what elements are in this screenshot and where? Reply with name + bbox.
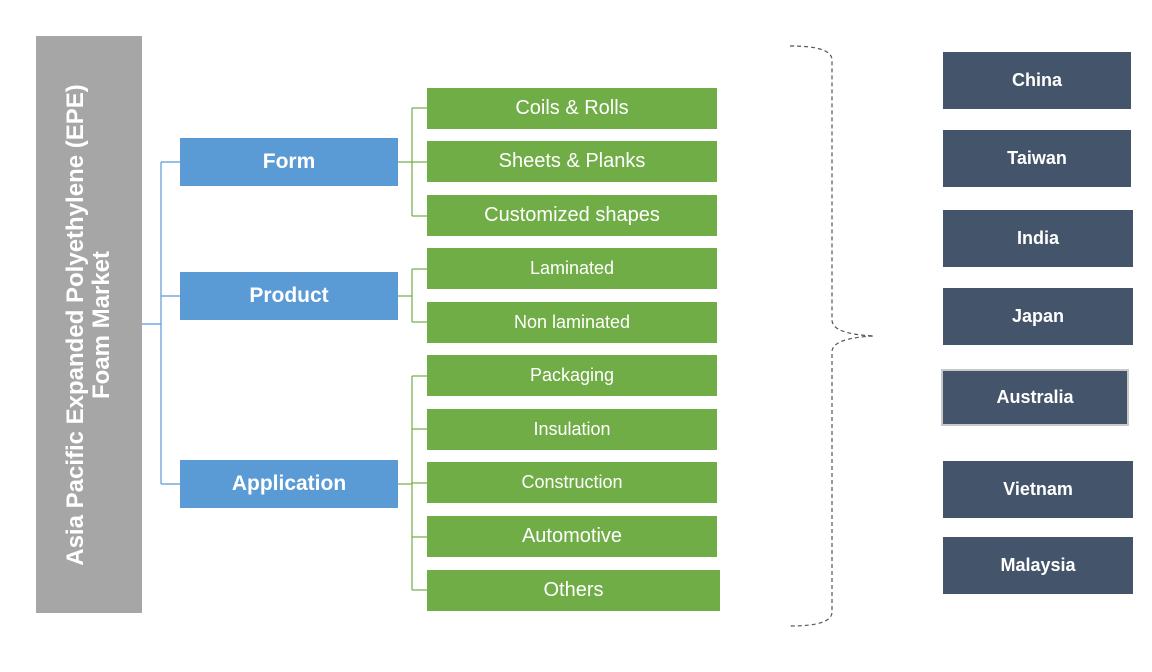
- item-insulation: Insulation: [427, 409, 717, 450]
- item-automotive: Automotive: [427, 516, 717, 557]
- region-india: India: [943, 210, 1133, 267]
- item-others: Others: [427, 570, 720, 611]
- item-laminated: Laminated: [427, 248, 717, 289]
- region-brace: [789, 45, 875, 627]
- category-form: Form: [180, 138, 398, 186]
- root-title: Asia Pacific Expanded Polyethylene (EPE)…: [62, 83, 115, 566]
- item-packaging: Packaging: [427, 355, 717, 396]
- item-connectors: [398, 107, 427, 591]
- root-connectors: [142, 161, 180, 485]
- region-taiwan: Taiwan: [943, 130, 1131, 187]
- item-customized-shapes: Customized shapes: [427, 195, 717, 236]
- region-malaysia: Malaysia: [943, 537, 1133, 594]
- root-title-line1: Asia Pacific Expanded Polyethylene (EPE): [62, 83, 89, 566]
- root-title-line2: Foam Market: [88, 250, 115, 399]
- item-construction: Construction: [427, 462, 717, 503]
- root-node: Asia Pacific Expanded Polyethylene (EPE)…: [36, 36, 142, 613]
- category-application: Application: [180, 460, 398, 508]
- region-china: China: [943, 52, 1131, 109]
- item-coils-rolls: Coils & Rolls: [427, 88, 717, 129]
- category-product: Product: [180, 272, 398, 320]
- item-sheets-planks: Sheets & Planks: [427, 141, 717, 182]
- region-australia: Australia: [941, 369, 1129, 426]
- item-non-laminated: Non laminated: [427, 302, 717, 343]
- region-japan: Japan: [943, 288, 1133, 345]
- region-vietnam: Vietnam: [943, 461, 1133, 518]
